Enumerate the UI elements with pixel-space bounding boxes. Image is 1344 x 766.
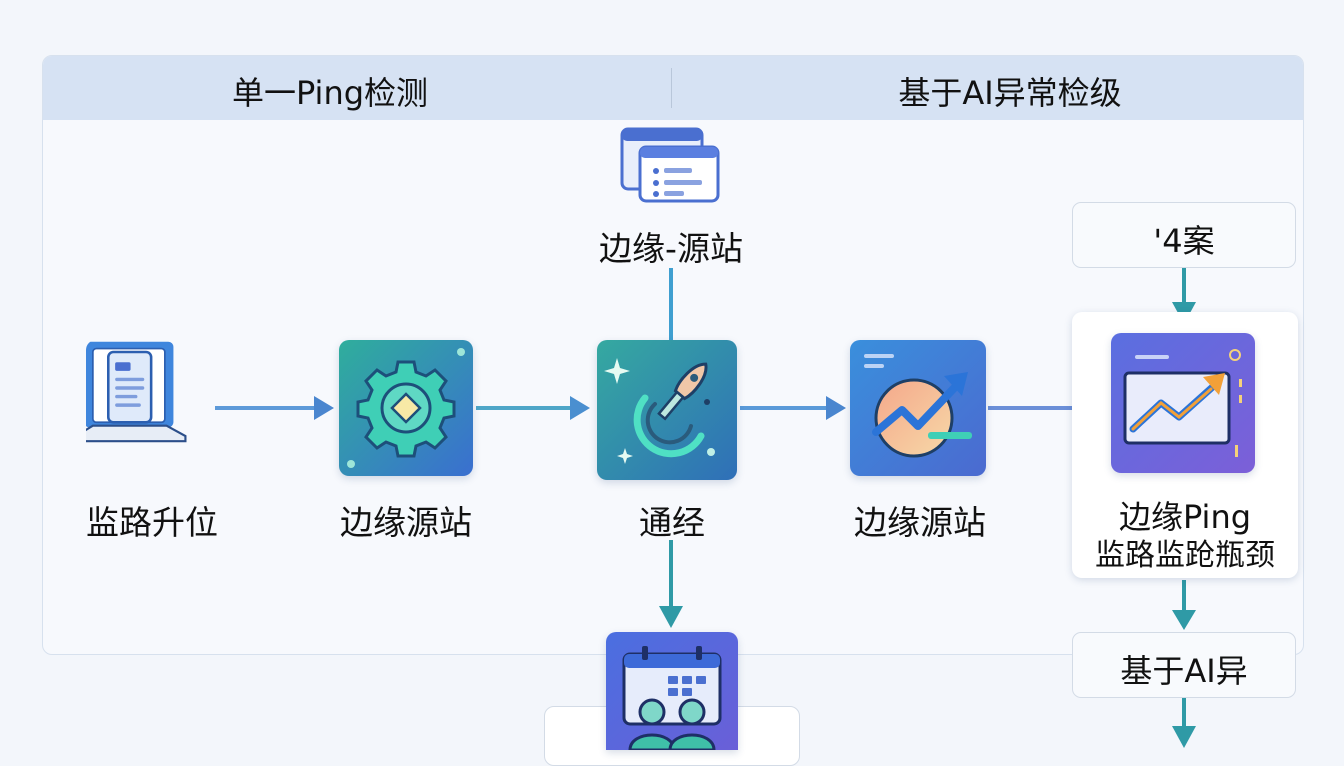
node-3-label: 通经 [639,503,705,542]
node-5-label-line1: 边缘Ping [1118,498,1252,536]
header-left-label: 单一Ping检测 [231,74,429,112]
right-top-box-label: '4案 [1153,222,1215,260]
arrow-rbottom-down [1172,698,1196,748]
top-node-label: 边缘-源站 [599,229,743,268]
header-right-label: 基于AI异常检级 [898,74,1122,112]
laptop-document-icon [86,340,206,460]
header-band [43,56,1303,120]
team-calendar-icon [606,632,738,750]
sparkle-rocket-icon [597,340,737,480]
node-5-label-line2: 监路监跄瓶颈 [1095,538,1275,573]
node-1-label: 监路升位 [86,503,218,542]
gear-icon [339,340,473,476]
right-bottom-box [1072,632,1296,698]
browser-window-icon [618,125,722,205]
node-2-label: 边缘源站 [340,503,472,542]
trend-chart-icon [850,340,986,476]
right-top-box [1072,202,1296,268]
growth-chart-icon [1111,333,1255,473]
node-4-label: 边缘源站 [854,503,986,542]
header-divider [671,68,672,108]
right-bottom-box-label: 基于AI异 [1120,652,1248,690]
cropped-title [0,0,1344,8]
